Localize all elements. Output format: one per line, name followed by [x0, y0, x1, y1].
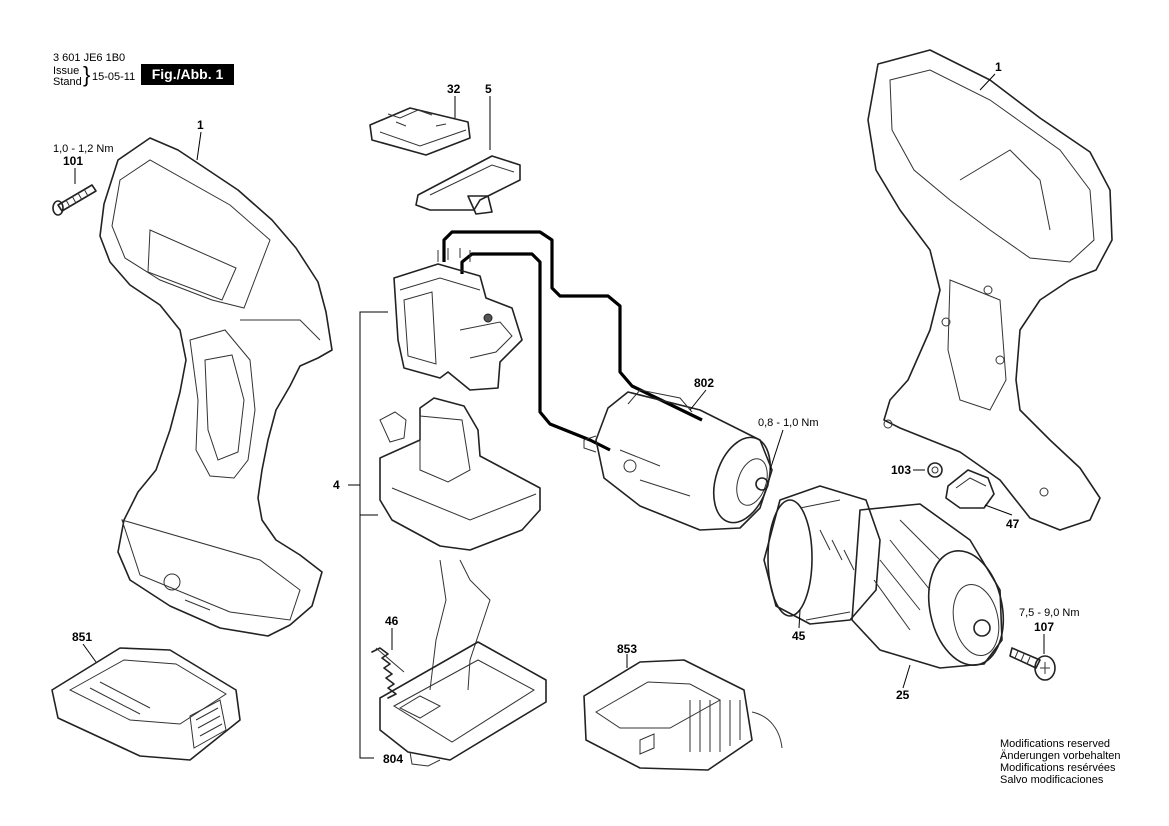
charger-853-drawing	[583, 659, 783, 771]
label-part-45: 45	[792, 629, 806, 643]
label-part-47: 47	[1006, 517, 1020, 531]
label-part-1-right: 1	[995, 60, 1002, 74]
header-brace: }	[83, 62, 91, 87]
gearbox-45-drawing	[763, 485, 881, 625]
electronic-switch-4-drawing	[393, 248, 523, 391]
slider-5-drawing	[415, 155, 521, 215]
part-103-drawing	[927, 462, 943, 478]
switch-cable-drawing	[442, 230, 703, 452]
issue-date: 15-05-11	[92, 71, 136, 83]
screw-101-drawing	[52, 184, 97, 216]
part-47-drawing	[945, 469, 995, 509]
label-part-5: 5	[485, 82, 492, 96]
label-part-103: 103	[891, 463, 912, 477]
label-part-1-left: 1	[197, 118, 204, 132]
leader-lines	[74, 73, 1045, 689]
torque-motor-802: 0,8 - 1,0 Nm	[758, 417, 819, 429]
modifications-notice: Modifications reserved Änderungen vorbeh…	[1000, 738, 1120, 786]
torque-screw-101: 1,0 - 1,2 Nm	[53, 143, 114, 155]
label-part-107: 107	[1034, 620, 1055, 634]
label-part-101: 101	[63, 154, 84, 168]
label-part-25: 25	[896, 688, 910, 702]
part-number: 3 601 JE6 1B0	[53, 52, 126, 64]
figure-label: Fig./Abb. 1	[141, 64, 234, 85]
switch-board-drawing	[379, 397, 541, 691]
modifications-line-de: Änderungen vorbehalten	[1000, 750, 1121, 762]
label-part-804: 804	[383, 752, 404, 766]
battery-cover-804-drawing	[379, 641, 547, 767]
modifications-line-en: Modifications reserved	[1000, 738, 1111, 750]
modifications-line-fr: Modifications resérvées	[1000, 762, 1116, 774]
issue-label: Issue	[53, 65, 80, 77]
part-4-bracket	[348, 311, 388, 759]
label-part-853: 853	[617, 642, 638, 656]
torque-screw-107: 7,5 - 9,0 Nm	[1019, 607, 1080, 619]
switch-cover-32-drawing	[369, 107, 471, 156]
motor-802-drawing	[583, 389, 773, 531]
label-part-32: 32	[447, 82, 461, 96]
screw-107-drawing	[1009, 647, 1056, 681]
right-housing-half-drawing	[867, 49, 1113, 531]
label-part-4: 4	[333, 478, 340, 492]
label-part-802: 802	[694, 376, 715, 390]
label-part-46: 46	[385, 614, 399, 628]
stand-label: Stand	[53, 76, 82, 88]
spring-46-drawing	[371, 647, 405, 699]
left-housing-half-drawing	[99, 137, 333, 637]
label-part-851: 851	[72, 630, 93, 644]
battery-851-drawing	[51, 647, 241, 761]
chuck-25-drawing	[851, 503, 1005, 669]
modifications-line-es: Salvo modificaciones	[1000, 774, 1104, 786]
